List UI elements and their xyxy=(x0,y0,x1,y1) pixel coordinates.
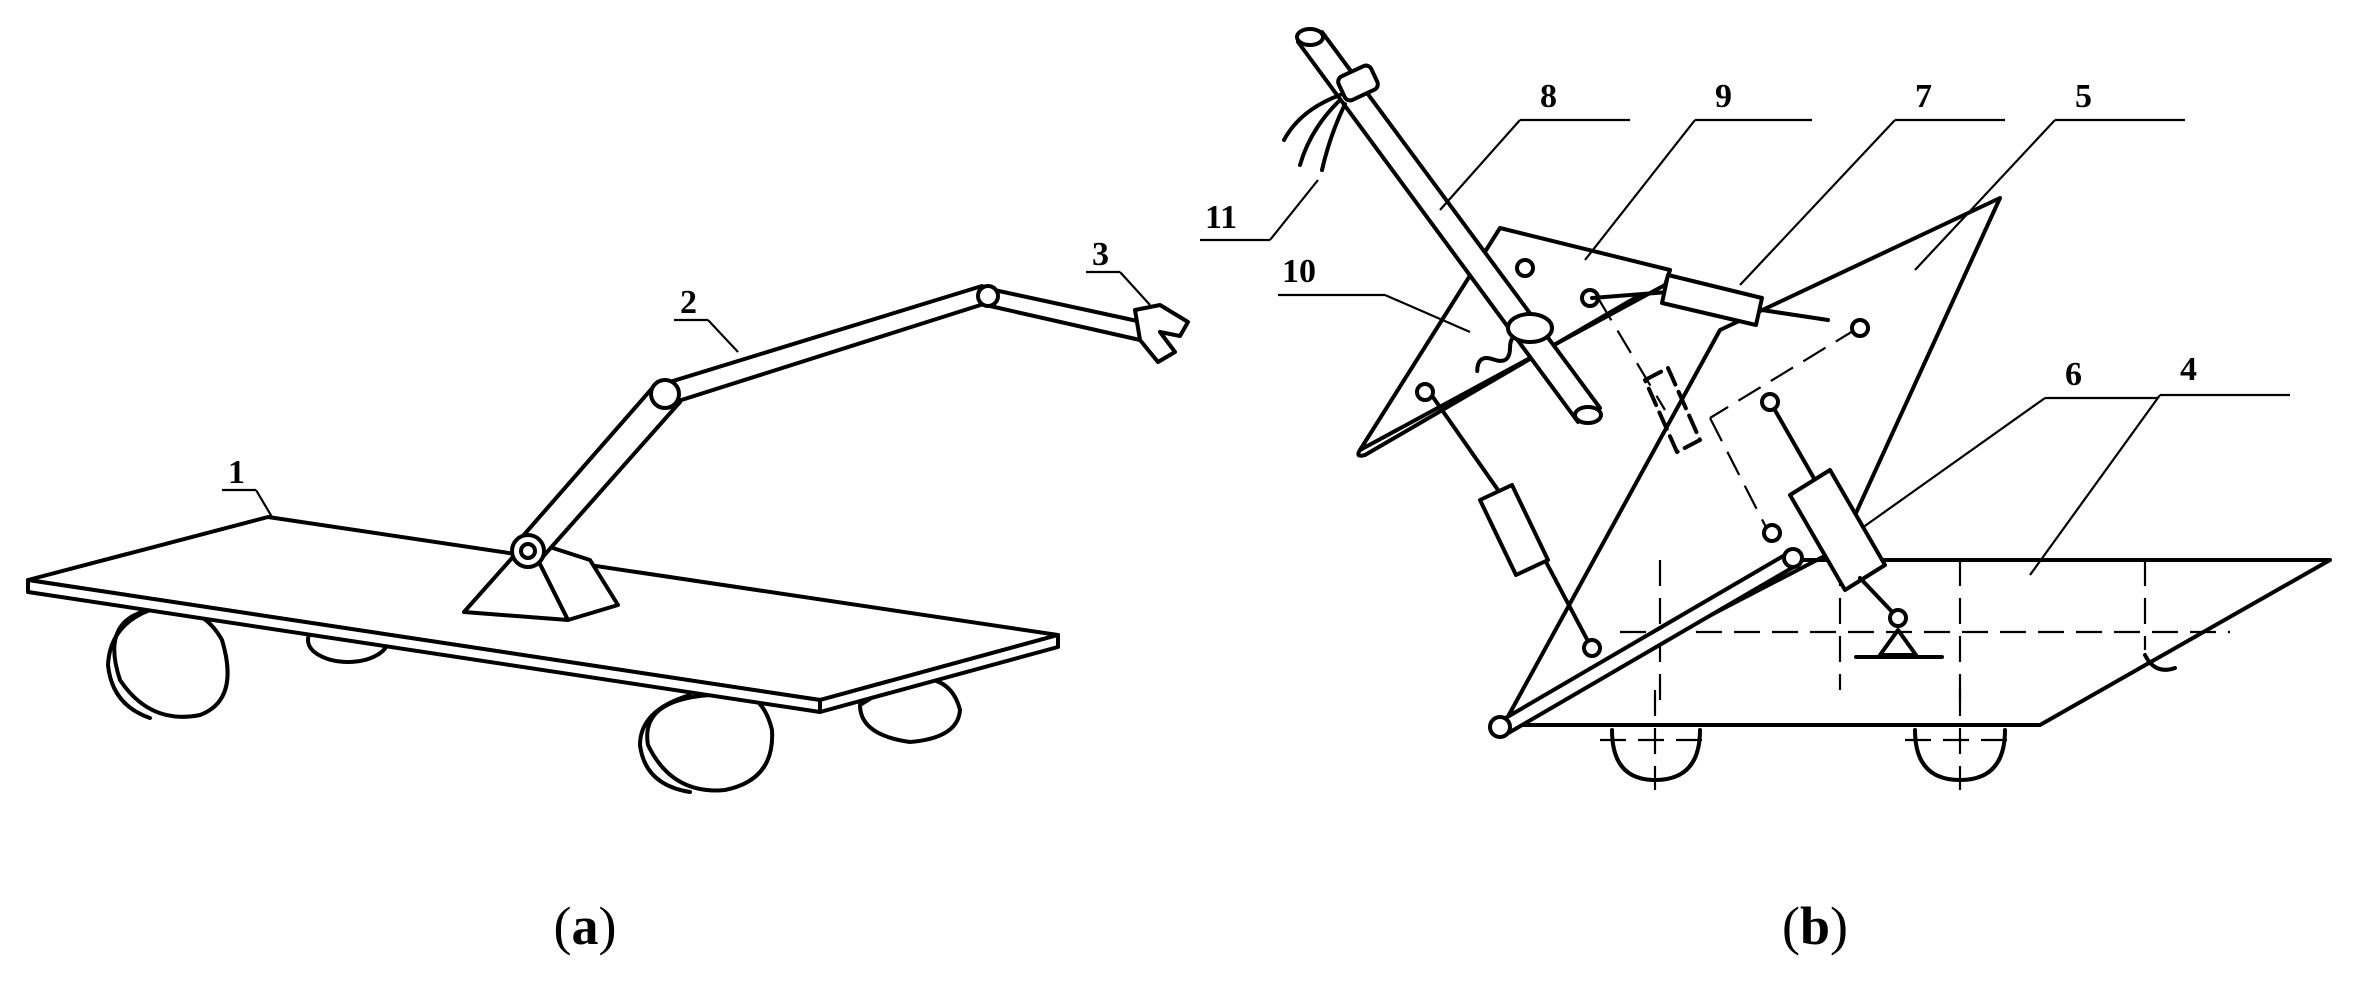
svg-text:11: 11 xyxy=(1205,199,1237,236)
svg-text:1: 1 xyxy=(228,454,245,491)
callout-11: 11 xyxy=(1200,179,1319,242)
base-plate xyxy=(1498,558,2332,727)
panel-a-caption: (a) xyxy=(553,896,617,956)
svg-text:7: 7 xyxy=(1915,78,1932,115)
gripper xyxy=(1133,303,1190,364)
callout-7: 7 xyxy=(1739,78,2005,286)
arm-base xyxy=(462,538,620,622)
handle-rod xyxy=(1295,27,1603,425)
arm-link-lower xyxy=(510,383,682,569)
arm-link-forearm xyxy=(976,284,1144,342)
wheel-b-left xyxy=(1600,690,1710,790)
svg-text:6: 6 xyxy=(2065,356,2082,393)
svg-text:5: 5 xyxy=(2075,78,2092,115)
panel-a-drawing: 1 2 3 xyxy=(26,236,1190,794)
tilt-plate xyxy=(1503,196,2002,724)
panel-b-caption: (b) xyxy=(1781,896,1848,956)
svg-text:2: 2 xyxy=(680,284,697,321)
callout-1: 1 xyxy=(222,454,273,518)
wheel-front-right xyxy=(638,689,775,794)
callout-10: 10 xyxy=(1278,253,1471,334)
svg-text:3: 3 xyxy=(1092,236,1109,273)
wheel-b-right xyxy=(1905,690,2015,790)
callout-3: 3 xyxy=(1086,236,1151,306)
wheel-b-rear xyxy=(2143,653,2177,672)
callout-5: 5 xyxy=(1914,78,2185,271)
cylinder-lower-left xyxy=(1426,388,1602,658)
callout-4: 4 xyxy=(2029,351,2290,576)
svg-text:10: 10 xyxy=(1282,253,1316,290)
tilt-strut xyxy=(1488,547,1804,739)
callout-2: 2 xyxy=(674,284,739,353)
arm-link-upper xyxy=(649,284,992,410)
grip-handle xyxy=(1282,63,1380,172)
callout-6: 6 xyxy=(1861,356,2158,529)
upper-plate xyxy=(1356,226,1672,458)
panel-b-drawing: 4 5 6 7 8 9 10 xyxy=(1200,27,2332,790)
svg-text:9: 9 xyxy=(1715,78,1732,115)
svg-text:4: 4 xyxy=(2180,351,2197,388)
lift-cylinder xyxy=(1760,392,1908,628)
cylinder-7 xyxy=(1590,273,1830,327)
callout-9: 9 xyxy=(1584,78,1812,261)
pivot-support xyxy=(1854,628,1944,659)
svg-text:8: 8 xyxy=(1540,78,1557,115)
callout-8: 8 xyxy=(1439,78,1630,211)
wheel-front-left xyxy=(106,606,230,720)
